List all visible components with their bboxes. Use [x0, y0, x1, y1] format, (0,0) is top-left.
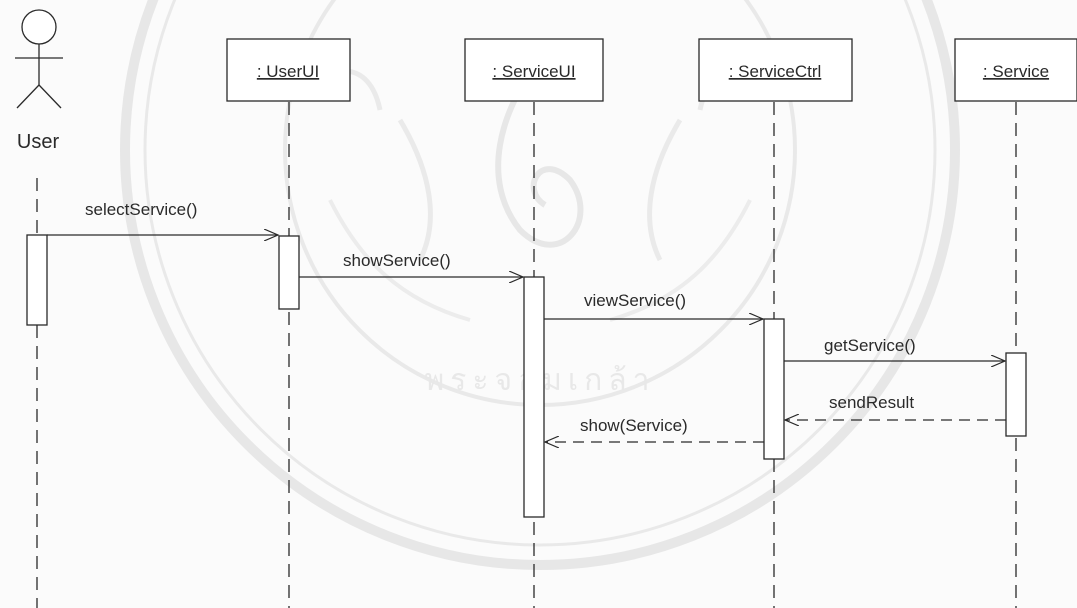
message-view-service: viewService() [544, 291, 763, 319]
message-show-service: showService() [299, 251, 523, 277]
message-send-result: sendResult [785, 393, 1006, 420]
object-serviceui: : ServiceUI [464, 38, 604, 102]
object-userui: : UserUI [226, 38, 351, 102]
actor-label: User [17, 131, 60, 153]
object-label: : ServiceUI [492, 62, 575, 81]
activation-service [1005, 352, 1027, 437]
object-label: : Service [983, 62, 1049, 81]
stick-figure-actor-icon [15, 9, 63, 109]
message-get-service: getService() [784, 336, 1005, 361]
activation-userui [278, 235, 300, 310]
message-label: selectService() [85, 200, 197, 219]
object-service: : Service [954, 38, 1077, 102]
activation-servicectrl [763, 318, 785, 460]
object-label: : ServiceCtrl [729, 62, 822, 81]
message-label: viewService() [584, 291, 686, 310]
message-show-service-return: show(Service) [545, 416, 764, 442]
object-servicectrl: : ServiceCtrl [698, 38, 853, 102]
message-label: getService() [824, 336, 916, 355]
message-label: sendResult [829, 393, 914, 412]
activation-serviceui [523, 276, 545, 518]
activation-user [26, 234, 48, 326]
message-select-service: selectService() [47, 200, 278, 235]
message-label: showService() [343, 251, 451, 270]
object-label: : UserUI [257, 62, 319, 81]
message-label: show(Service) [580, 416, 688, 435]
